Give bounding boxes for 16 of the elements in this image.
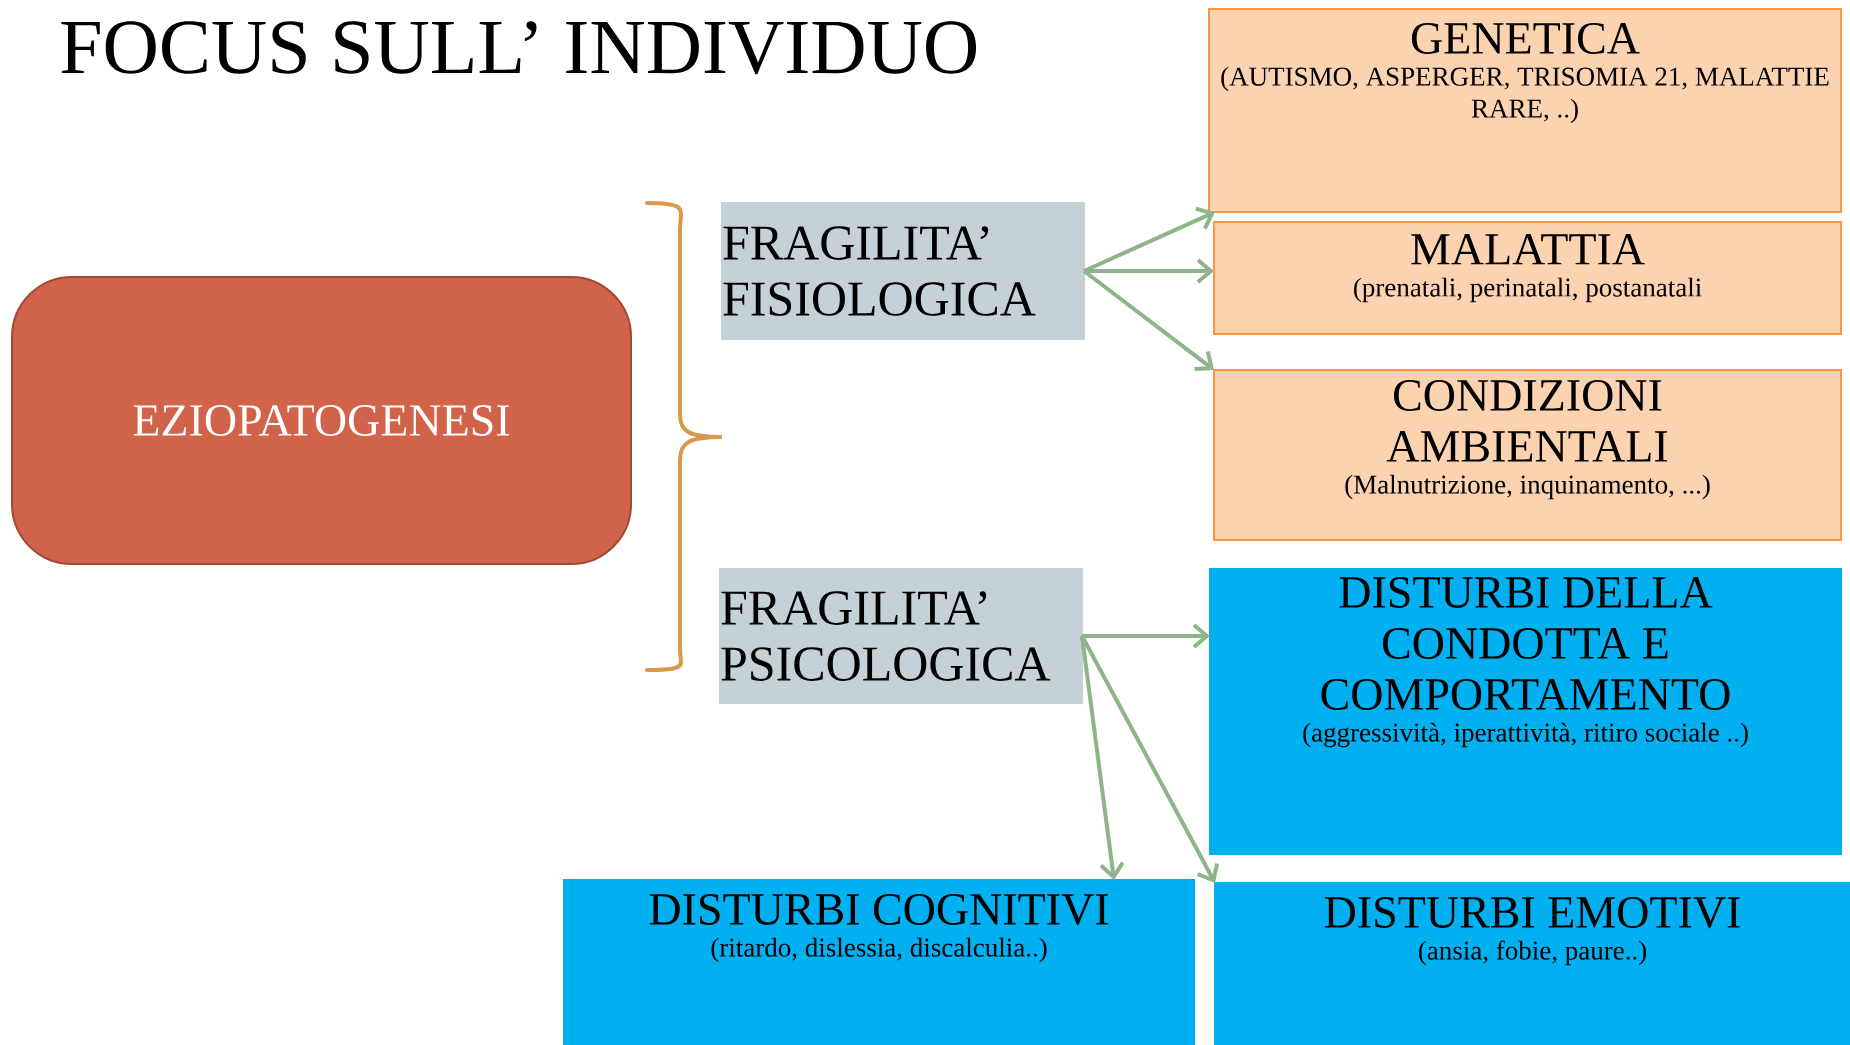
category-box: FRAGILITA’ PSICOLOGICA xyxy=(719,568,1083,704)
arrow xyxy=(1082,623,1210,649)
cause-box: CONDIZIONI AMBIENTALI (Malnutrizione, inquinamento, ...) xyxy=(1213,369,1842,541)
category-box: FRAGILITA’ FISIOLOGICA xyxy=(721,202,1085,340)
rounded-box: EZIOPATOGENESI xyxy=(11,276,632,565)
cause-box: MALATTIA (prenatali, perinatali, postanatali xyxy=(1213,221,1842,335)
slide-title: FOCUS SULL’ INDIVIDUO xyxy=(61,21,976,75)
arrow xyxy=(1083,206,1215,273)
cause-box: GENETICA (AUTISMO, ASPERGER, TRISOMIA 21, MALATTIE RARE, ..) xyxy=(1208,8,1842,213)
arrow xyxy=(1084,258,1214,284)
disorder-box: DISTURBI EMOTIVI (ansia, fobie, paure..) xyxy=(1214,882,1850,1045)
arrow xyxy=(1082,269,1214,371)
arrow xyxy=(1080,635,1220,883)
arrow xyxy=(1080,635,1125,880)
disorder-box: DISTURBI COGNITIVI (ritardo, dislessia, discalculia..) xyxy=(563,879,1195,1045)
disorder-box: DISTURBI DELLA CONDOTTA E COMPORTAMENTO (aggressività, iperattività, ritiro sociale ..) xyxy=(1209,568,1842,855)
